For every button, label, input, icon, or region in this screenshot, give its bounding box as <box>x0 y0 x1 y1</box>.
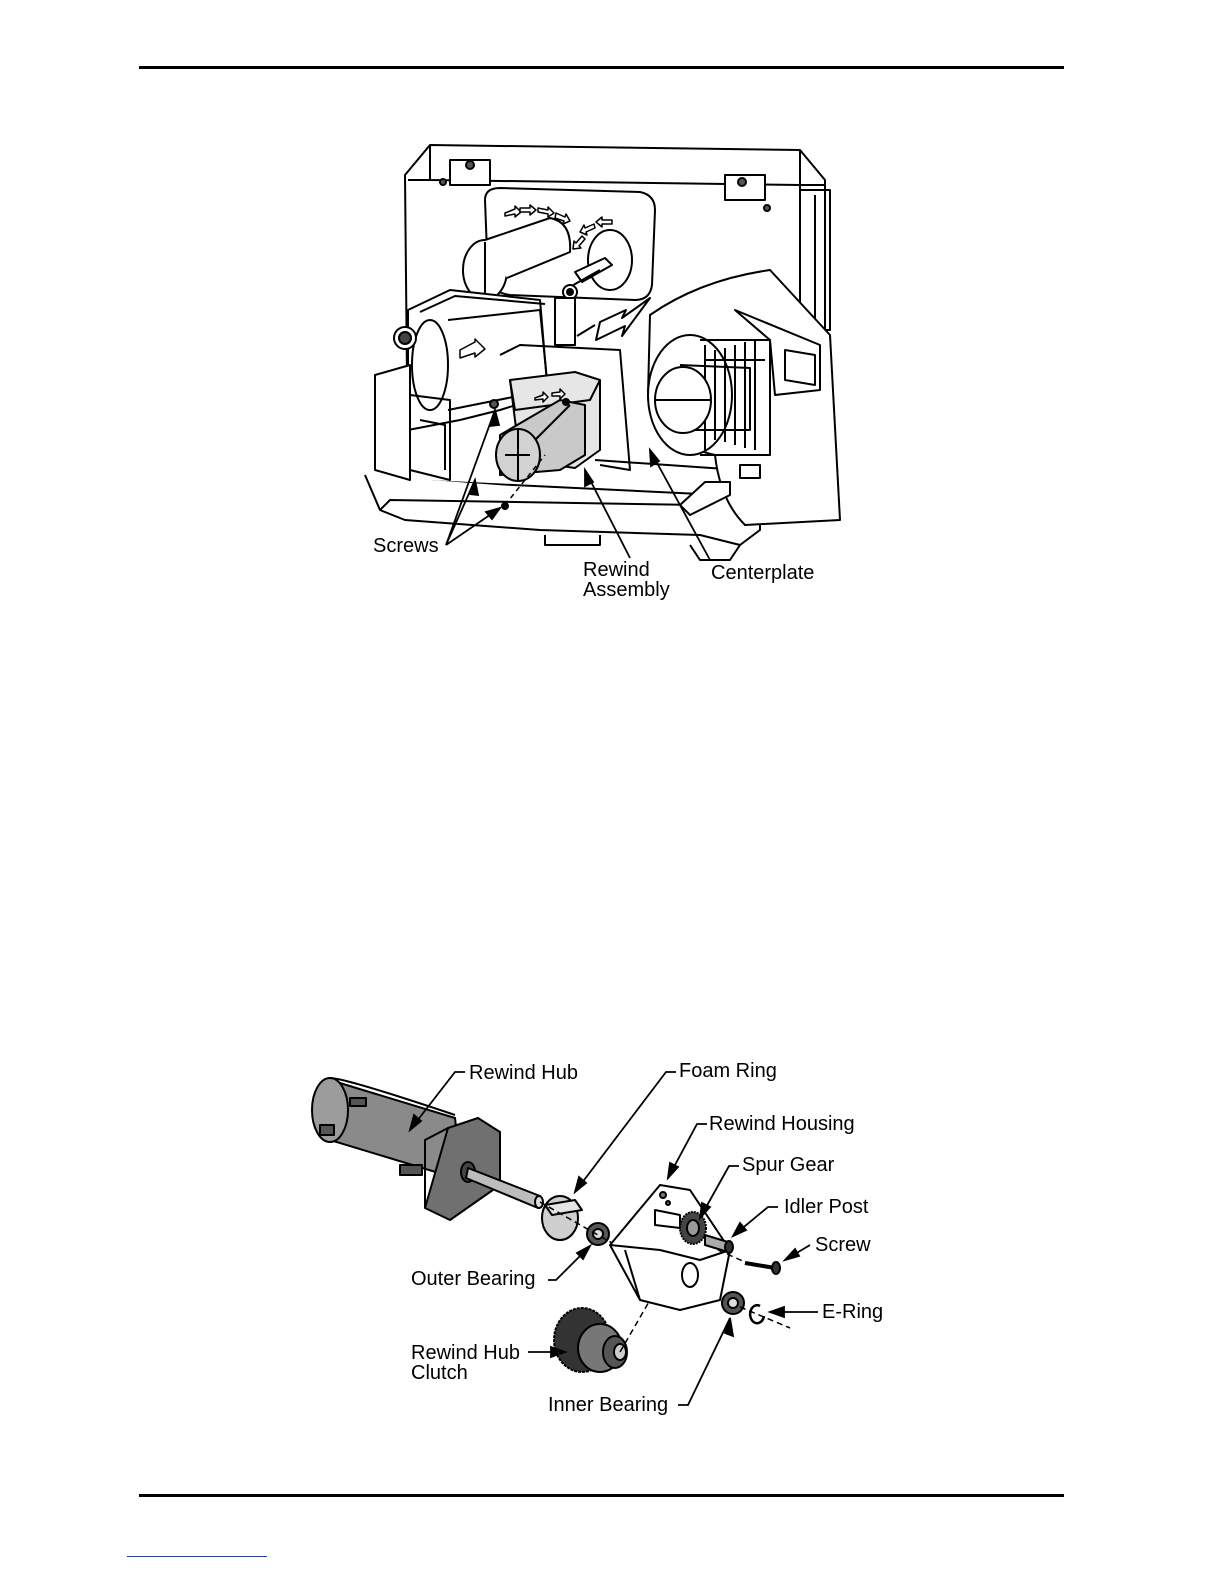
rewind-housing-label: Rewind Housing <box>709 1114 855 1134</box>
rewind-assembly-label-line2: Assembly <box>583 580 670 600</box>
outer-bearing-label-text: Outer Bearing <box>411 1269 536 1289</box>
footer-link-underline[interactable] <box>127 1556 267 1557</box>
foam-ring-label-text: Foam Ring <box>679 1061 777 1081</box>
inner-bearing-label-text: Inner Bearing <box>548 1395 668 1415</box>
spur-gear-label: Spur Gear <box>742 1155 834 1175</box>
screws-label: Screws <box>373 536 439 556</box>
rewind-hub-label: Rewind Hub <box>469 1063 578 1083</box>
footer-rule <box>139 1494 1064 1497</box>
e-ring-label: E-Ring <box>822 1302 883 1322</box>
centerplate-label: Centerplate <box>711 563 814 583</box>
rewind-hub-label-text: Rewind Hub <box>469 1063 578 1083</box>
e-ring-label-text: E-Ring <box>822 1302 883 1322</box>
inner-bearing-label: Inner Bearing <box>548 1395 668 1415</box>
rewind-hub-clutch-label: Rewind Hub Clutch <box>411 1343 520 1383</box>
rewind-housing-label-text: Rewind Housing <box>709 1114 855 1134</box>
rewind-hub-clutch-label-line1: Rewind Hub <box>411 1343 520 1363</box>
rewind-hub-clutch-label-line2: Clutch <box>411 1363 520 1383</box>
foam-ring-label: Foam Ring <box>679 1061 777 1081</box>
centerplate-label-text: Centerplate <box>711 563 814 583</box>
spur-gear-label-text: Spur Gear <box>742 1155 834 1175</box>
rewind-assembly-label-line1: Rewind <box>583 560 670 580</box>
screw-label-text: Screw <box>815 1235 871 1255</box>
screw-label: Screw <box>815 1235 871 1255</box>
rewind-assembly-label: Rewind Assembly <box>583 560 670 600</box>
screws-label-text: Screws <box>373 536 439 556</box>
idler-post-label: Idler Post <box>784 1197 868 1217</box>
idler-post-label-text: Idler Post <box>784 1197 868 1217</box>
outer-bearing-label: Outer Bearing <box>411 1269 536 1289</box>
header-rule <box>139 66 1064 69</box>
